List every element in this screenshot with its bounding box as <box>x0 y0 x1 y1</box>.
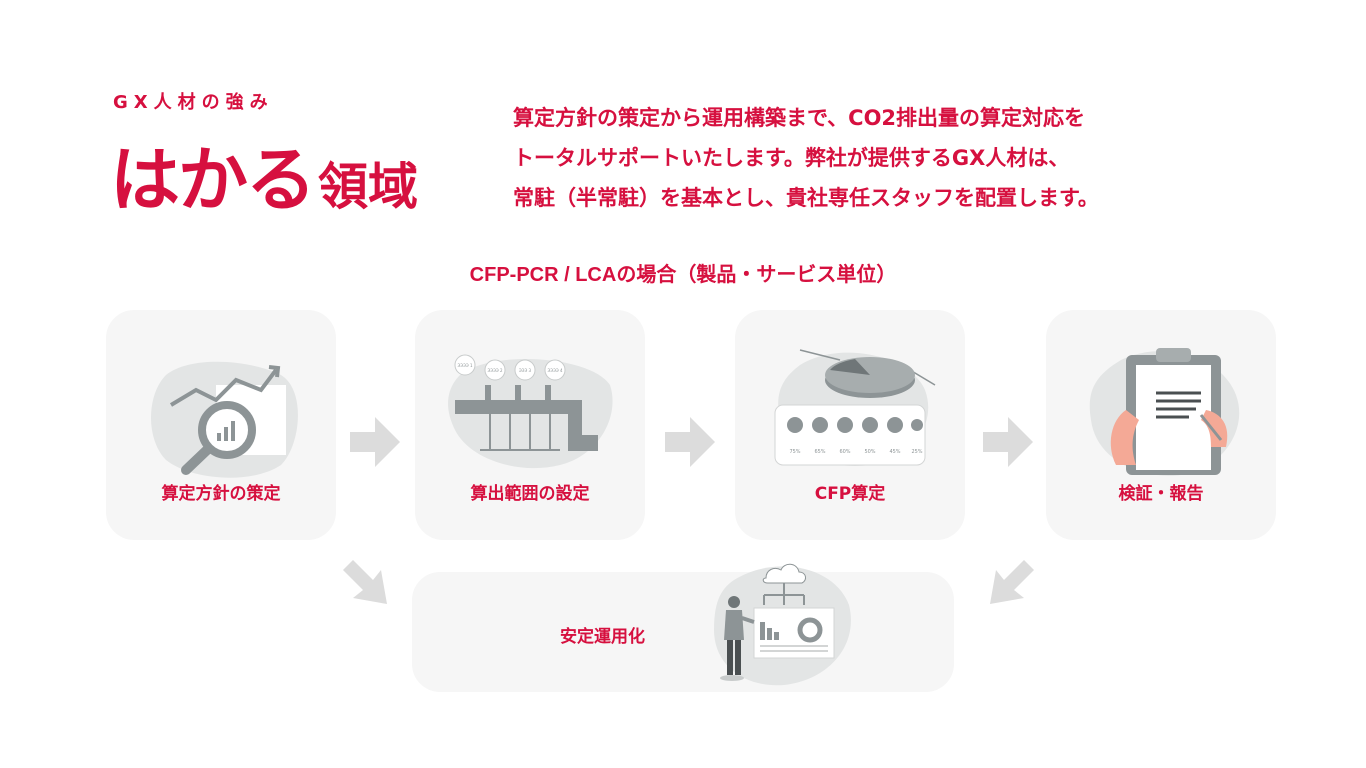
flow-subtitle: CFP-PCR / LCAの場合（製品・サービス単位） <box>469 264 897 286</box>
step-label: CFP算定 <box>814 484 886 504</box>
arrow-down-right-icon <box>343 560 387 604</box>
pipeline-bulb-text: ЭЭЭЭ 1 <box>458 363 473 368</box>
page-title: はかる領域 <box>110 124 418 225</box>
gauge-percent-text: 65% <box>814 449 825 455</box>
gauge-percent-text: 50% <box>864 449 875 455</box>
gauge-percent-text: 25% <box>911 449 922 455</box>
pipeline-bulb-text: ЭЭЭЭ 4 <box>548 368 563 373</box>
clipboard-icon <box>1089 348 1240 476</box>
eyebrow-text: GX人材の強み <box>113 92 274 113</box>
arrow-right-icon <box>350 417 400 467</box>
step-label: 算出範囲の設定 <box>470 484 590 504</box>
pipeline-icon: ЭЭЭЭ 1 ЭЭЭЭ 2 ЭЭЭ 3 ЭЭЭЭ 4 <box>448 354 613 469</box>
arrow-down-left-icon <box>990 560 1034 604</box>
presenter-cloud-icon <box>714 563 851 686</box>
step-card-operation: 安定運用化 <box>412 563 954 692</box>
magnifier-chart-icon <box>151 361 298 478</box>
step-label: 算定方針の策定 <box>161 484 281 504</box>
step-label: 検証・報告 <box>1118 484 1204 504</box>
step-card-policy: 算定方針の策定 <box>106 310 336 540</box>
description: 算定方針の策定から運用構築まで、CO2排出量の算定対応を トータルサポートいたし… <box>513 98 1313 218</box>
arrow-right-icon <box>665 417 715 467</box>
arrow-right-icon <box>983 417 1033 467</box>
pie-chart-dashboard-icon: 75% 65% 60% 50% 45% 25% <box>774 349 936 466</box>
step-card-verify: 検証・報告 <box>1046 310 1276 540</box>
step-card-cfp: 75% 65% 60% 50% 45% 25% CFP算定 <box>735 310 965 540</box>
gauge-percent-text: 75% <box>789 449 800 455</box>
description-line: 常駐（半常駐）を基本とし、貴社専任スタッフを配置します。 <box>513 186 1099 210</box>
pipeline-bulb-text: ЭЭЭЭ 2 <box>488 368 503 373</box>
gauge-percent-text: 60% <box>839 449 850 455</box>
step-label: 安定運用化 <box>560 627 645 647</box>
page-title-suffix: 領域 <box>318 158 418 216</box>
description-line: トータルサポートいたします。弊社が提供するGX人材は、 <box>513 146 1070 170</box>
step-card-scope: ЭЭЭЭ 1 ЭЭЭЭ 2 ЭЭЭ 3 ЭЭЭЭ 4 算出範囲の設定 <box>415 310 645 540</box>
description-line: 算定方針の策定から運用構築まで、CO2排出量の算定対応を <box>513 106 1086 130</box>
page-title-main: はかる <box>110 139 316 221</box>
pipeline-bulb-text: ЭЭЭ 3 <box>519 368 532 373</box>
gauge-percent-text: 45% <box>889 449 900 455</box>
